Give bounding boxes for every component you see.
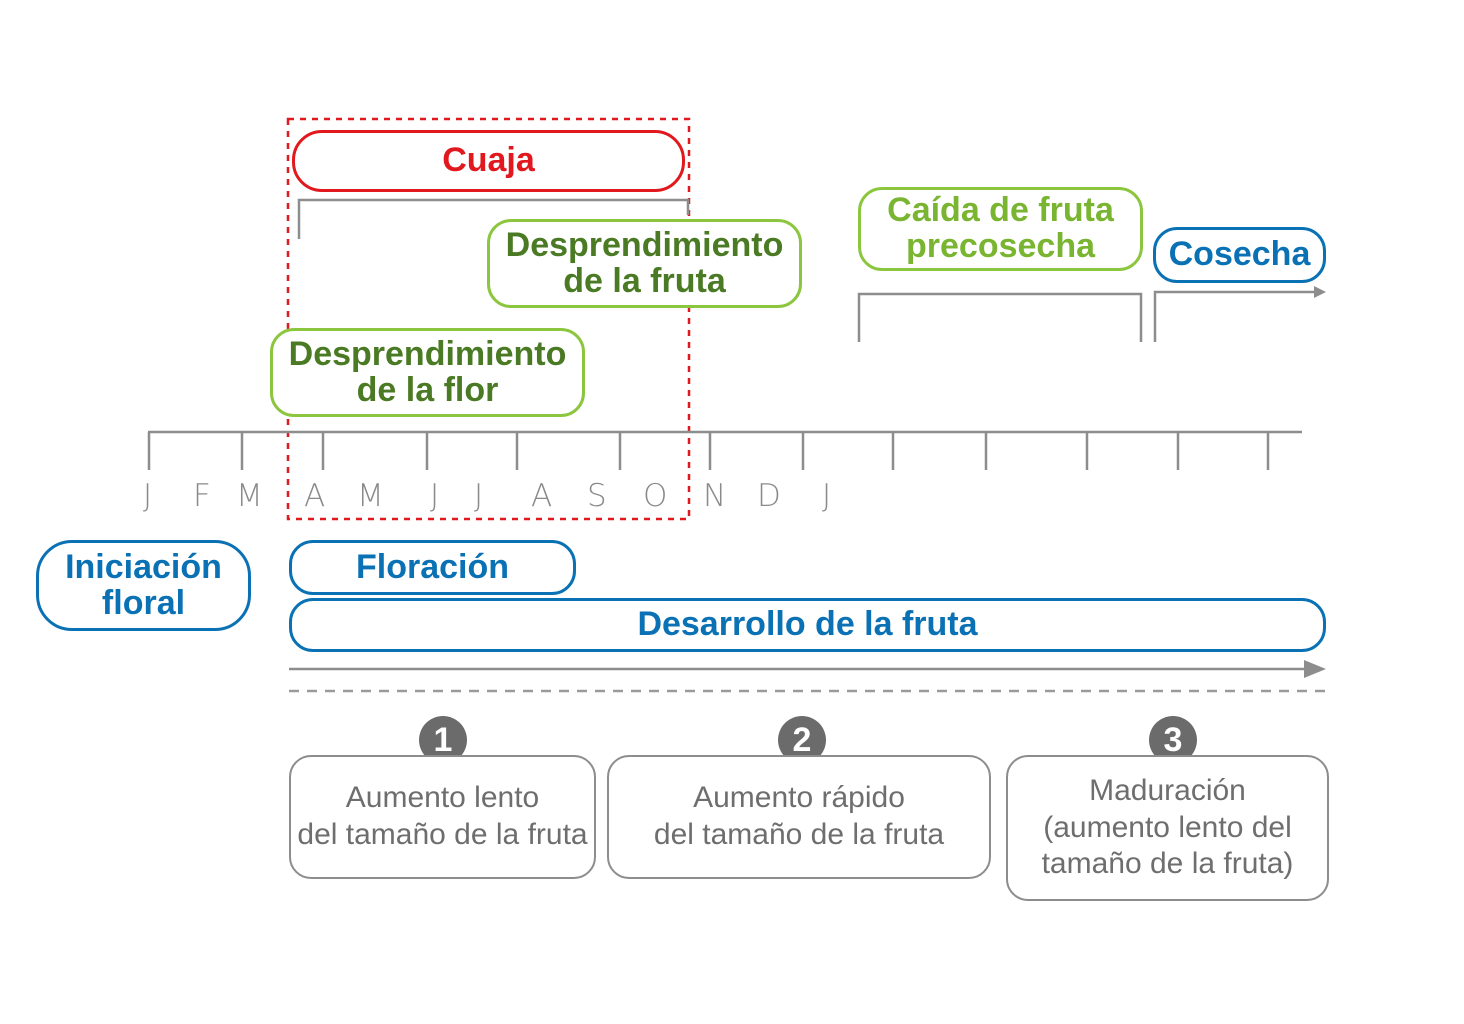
month-label: F <box>193 478 211 514</box>
stage-2-line2: del tamaño de la fruta <box>653 818 945 851</box>
desprendimiento-fruta-pill: Desprendimiento de la fruta <box>487 219 802 308</box>
cosecha-arrow <box>1153 290 1318 342</box>
month-label: O <box>643 478 668 514</box>
stage-box-1: Aumento lento del tamaño de la fruta <box>289 755 596 879</box>
stage-3-line2: (aumento lento del <box>1043 810 1292 844</box>
month-label: A <box>531 478 553 514</box>
caida-fruta-line2: precosecha <box>906 227 1095 265</box>
cuaja-label: Cuaja <box>442 141 535 180</box>
stage-box-2: Aumento rápido del tamaño de la fruta <box>607 755 991 879</box>
floracion-label: Floración <box>355 547 510 586</box>
month-ticks <box>147 432 1270 470</box>
caida-fruta-pill: Caída de fruta precosecha <box>858 187 1143 271</box>
desprendimiento-flor-line2: de la flor <box>356 370 499 409</box>
development-arrowhead <box>1304 660 1326 678</box>
iniciacion-floral-pill: Iniciación floral <box>36 540 251 631</box>
stage-3-line1: Maduración <box>1089 774 1246 808</box>
caida-fruta-line1: Caída de fruta <box>887 191 1114 230</box>
cosecha-label: Cosecha <box>1168 235 1311 274</box>
month-label: J <box>822 478 832 514</box>
month-label: N <box>703 478 727 514</box>
cuaja-bracket <box>297 198 690 239</box>
desprendimiento-fruta-line1: Desprendimiento <box>505 225 784 264</box>
month-label: D <box>757 478 781 514</box>
caida-bracket <box>857 292 1143 342</box>
desprendimiento-flor-pill: Desprendimiento de la flor <box>270 328 585 417</box>
month-label: J <box>143 478 153 514</box>
month-label: A <box>304 478 326 514</box>
month-label: J <box>430 478 440 514</box>
desprendimiento-flor-line1: Desprendimiento <box>288 334 567 373</box>
floracion-pill: Floración <box>289 540 576 595</box>
stage-3-line3: tamaño de la fruta) <box>1041 847 1294 881</box>
stage-1-line2: del tamaño de la fruta <box>297 818 588 851</box>
cosecha-pill: Cosecha <box>1153 227 1326 283</box>
month-label: M <box>236 478 263 514</box>
desprendimiento-fruta-line2: de la fruta <box>563 261 726 300</box>
stage-2-line1: Aumento rápido <box>693 781 905 815</box>
iniciacion-line2: floral <box>101 583 186 622</box>
month-label: M <box>357 478 384 514</box>
cuaja-pill: Cuaja <box>292 130 685 192</box>
stage-1-line1: Aumento lento <box>345 781 540 815</box>
stage-box-3: Maduración (aumento lento del tamaño de … <box>1006 755 1329 901</box>
cosecha-arrowhead <box>1314 286 1326 298</box>
desarrollo-label: Desarrollo de la fruta <box>637 605 978 644</box>
month-label: J <box>474 478 484 514</box>
iniciacion-line1: Iniciación <box>65 547 222 586</box>
cuaja-highlight-window <box>286 117 691 521</box>
month-label: S <box>587 478 607 514</box>
desarrollo-fruta-pill: Desarrollo de la fruta <box>289 598 1326 652</box>
